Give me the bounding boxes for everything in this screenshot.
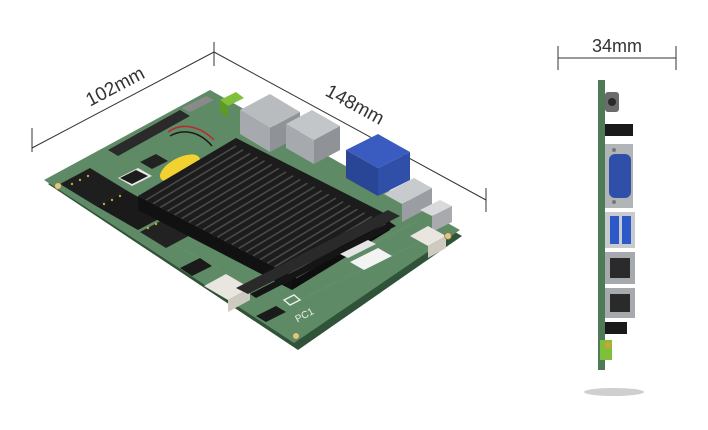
board-logo <box>282 294 302 306</box>
heatsink-fin <box>259 204 351 261</box>
heatsink-fin <box>217 182 308 238</box>
vga-port <box>346 134 410 196</box>
heatsink-fin <box>195 171 287 227</box>
dimension-width <box>213 51 487 212</box>
dimension-depth <box>31 42 215 152</box>
yellow-sticker <box>160 154 200 182</box>
heatsink-fin <box>274 212 365 268</box>
height-label: 34mm <box>592 36 642 56</box>
memory-slot <box>236 210 400 294</box>
usb-port <box>384 178 432 204</box>
pin-header-top <box>108 110 190 156</box>
chip-small <box>140 154 168 169</box>
motherboard-side-view <box>584 80 644 396</box>
side-usb-ports <box>605 212 635 248</box>
side-vga-port <box>605 144 633 208</box>
lan-port-2 <box>286 110 340 140</box>
heatsink-fin <box>224 186 315 242</box>
green-terminal <box>220 92 244 106</box>
heatsink-fin <box>152 149 244 205</box>
dimension-height <box>557 46 677 70</box>
heatsink-fin <box>209 178 301 235</box>
side-lan-ports <box>605 252 635 318</box>
heatsink-fin <box>252 201 344 257</box>
heatsink-fin <box>238 193 330 249</box>
heatsink-fin <box>188 167 280 223</box>
heatsink-fin <box>267 208 358 264</box>
heatsink-fin <box>231 189 323 246</box>
heatsink-fin <box>167 156 258 212</box>
motherboard-isometric: PC1 <box>44 90 462 350</box>
lan-port <box>240 94 300 128</box>
heatsink-fin <box>174 160 265 216</box>
label-sticker <box>350 248 392 270</box>
white-connector-front <box>204 274 250 300</box>
heatsink-fin <box>202 175 294 231</box>
heatsink-fin <box>145 145 237 201</box>
heatsink-fin <box>245 197 337 253</box>
heatsink-fin <box>181 163 273 220</box>
heatsink-fin <box>159 152 251 209</box>
